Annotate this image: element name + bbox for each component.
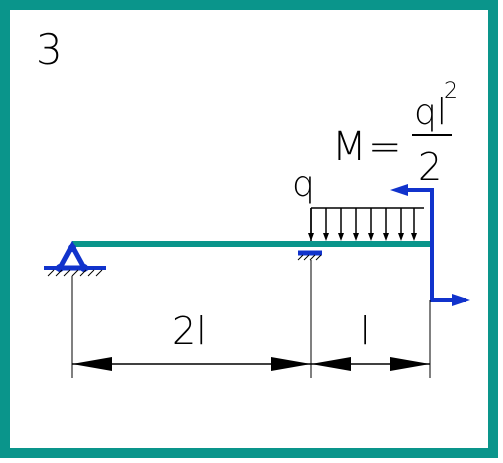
problem-number: 3 xyxy=(36,25,63,74)
moment-equals: = xyxy=(368,124,402,170)
extension-lines xyxy=(71,260,431,378)
load-arrow-head xyxy=(338,233,344,241)
load-arrow-head xyxy=(368,233,374,241)
load-label: q xyxy=(292,164,315,205)
frame-border xyxy=(0,0,498,458)
moment-couple xyxy=(396,188,466,302)
moment-exponent: 2 xyxy=(444,79,458,104)
load-arrows xyxy=(308,208,417,241)
moment-arrow-bottom xyxy=(452,294,470,306)
load-arrow-head xyxy=(398,233,404,241)
dimension-right xyxy=(311,357,430,371)
moment-denominator: 2 xyxy=(418,145,442,189)
moment-arrow-top xyxy=(390,184,408,196)
roller-support xyxy=(297,250,322,261)
dimension-right-label: l xyxy=(360,309,371,353)
load-arrow-head xyxy=(383,233,389,241)
load-arrow-head xyxy=(323,233,329,241)
load-arrow-head xyxy=(308,233,314,241)
dimension-left xyxy=(72,357,311,371)
moment-numerator: ql xyxy=(414,92,447,133)
moment-symbol: M xyxy=(332,124,367,170)
load-arrow-head xyxy=(353,233,359,241)
load-arrow-head xyxy=(411,233,417,241)
dimension-left-label: 2l xyxy=(172,309,207,353)
pin-support xyxy=(44,240,106,277)
distributed-load xyxy=(310,207,424,241)
